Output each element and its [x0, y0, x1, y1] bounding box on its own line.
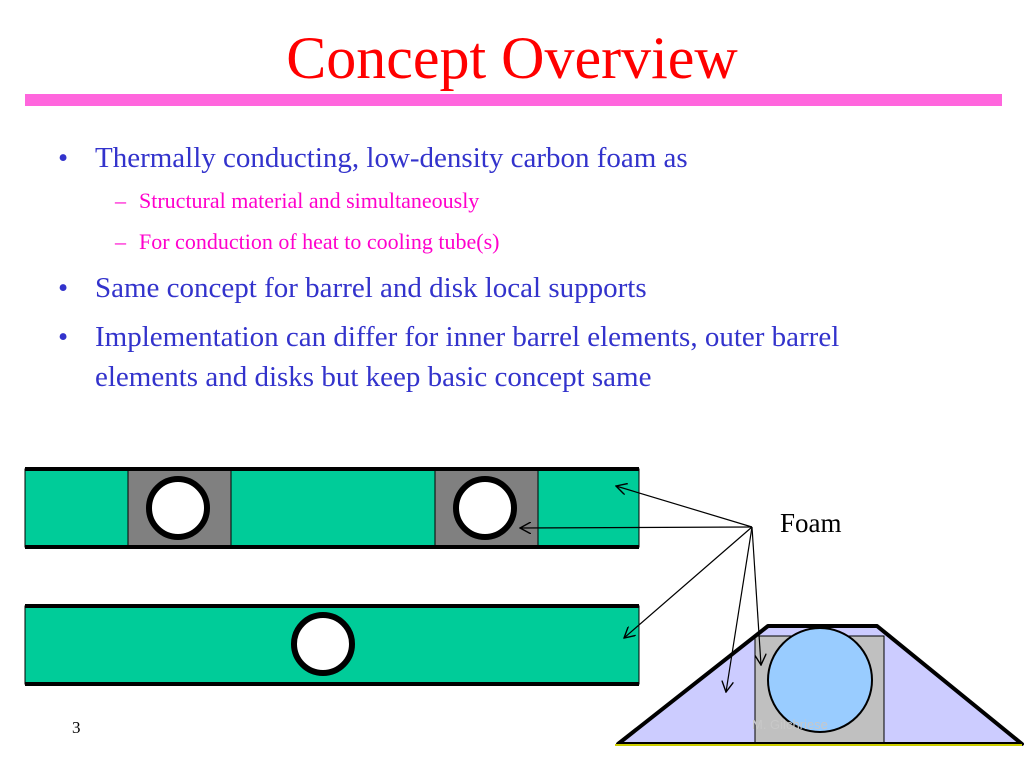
sub-bullet-dash-icon: – [115, 229, 126, 254]
sub-bullet-text: Structural material and simultaneously [139, 188, 480, 213]
bullet-text: Implementation can differ for inner barr… [95, 321, 840, 393]
arrow-to-upper-middle-foam [520, 527, 753, 528]
upper-stave [24, 467, 640, 549]
foam-leader-arrows [520, 486, 761, 692]
page-number: 3 [72, 718, 81, 737]
disk-support [615, 624, 1024, 746]
bullet-dot-icon: • [58, 272, 69, 304]
bullet-dot-icon: • [58, 142, 69, 174]
arrow-to-trapezoid-center [751, 526, 761, 665]
footer-credit: M. Gilchriese [752, 717, 828, 732]
sub-bullet-dash-icon: – [115, 188, 126, 213]
foam-label: Foam [780, 508, 842, 538]
sub-bullet-text: For conduction of heat to cooling tube(s… [139, 229, 500, 254]
arrow-to-lower-foam [624, 526, 753, 638]
lower-stave [24, 604, 640, 686]
upper-foam-bar [24, 468, 640, 548]
cooling-tube-right [453, 476, 517, 540]
arrow-to-upper-right-foam [616, 486, 753, 528]
arrow-to-trapezoid-left [726, 526, 753, 692]
title-underline [25, 94, 1002, 106]
bullet-text: Thermally conducting, low-density carbon… [95, 142, 688, 174]
bullet-dot-icon: • [58, 321, 69, 353]
bullet-text: Same concept for barrel and disk local s… [95, 272, 647, 304]
slide-title: Concept Overview [286, 25, 738, 91]
cooling-tube-center [291, 612, 355, 676]
large-cooling-pipe [767, 627, 873, 733]
cooling-tube-left [146, 476, 210, 540]
